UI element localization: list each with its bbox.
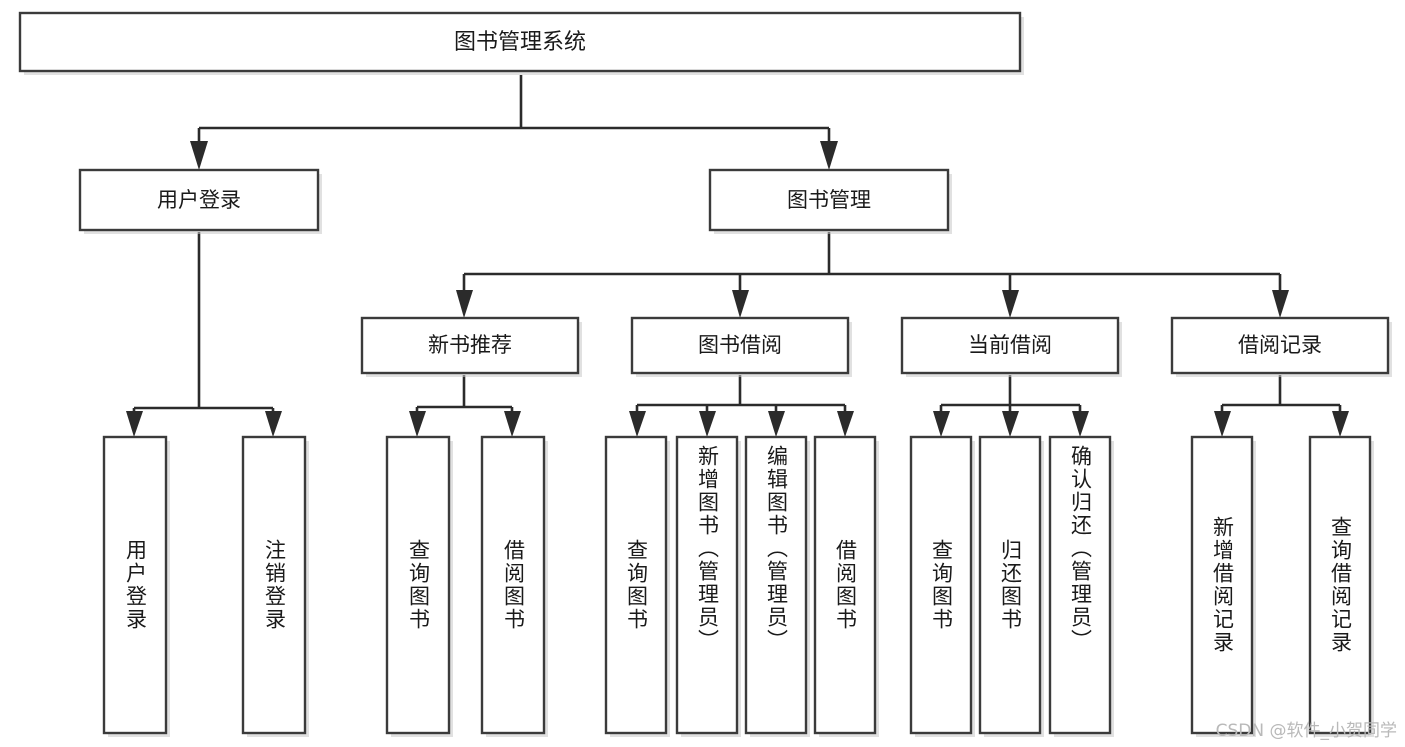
arrowhead-current-borrow bbox=[1002, 290, 1019, 318]
node-current-borrow-box[interactable] bbox=[900, 316, 1120, 375]
arrowhead-book-borrow bbox=[732, 290, 749, 318]
arrowhead-br-add-record bbox=[1214, 411, 1231, 437]
node-book-borrow[interactable]: 图书借阅 bbox=[630, 316, 852, 377]
leaf-book-borrow-group bbox=[604, 435, 879, 737]
leaf-new-book-group bbox=[385, 435, 548, 737]
leaf-current-borrow-group bbox=[909, 435, 1114, 737]
leaf-nb-query-box[interactable] bbox=[385, 435, 451, 735]
leaf-bb-query-box[interactable] bbox=[604, 435, 668, 735]
arrowhead-cb-confirm-return bbox=[1072, 411, 1089, 437]
arrowhead-book-mgmt bbox=[820, 141, 838, 170]
node-current-borrow-label: 当前借阅 bbox=[968, 333, 1052, 357]
connector-group bbox=[126, 75, 1349, 437]
node-book-management[interactable]: 图书管理 bbox=[708, 168, 952, 234]
node-user-login[interactable]: 用户登录 bbox=[78, 168, 322, 234]
node-user-login-label: 用户登录 bbox=[157, 188, 241, 212]
node-borrow-record-box[interactable] bbox=[1170, 316, 1390, 375]
node-borrow-record[interactable]: 借阅记录 bbox=[1170, 316, 1392, 377]
node-root-label: 图书管理系统 bbox=[454, 30, 586, 55]
leaf-cb-return-box[interactable] bbox=[978, 435, 1042, 735]
arrowhead-bb-borrow-book bbox=[837, 411, 854, 437]
leaf-cb-confirm-box[interactable] bbox=[1048, 435, 1112, 735]
leaf-logout-box[interactable] bbox=[241, 435, 307, 735]
arrowhead-cb-query-book bbox=[933, 411, 950, 437]
node-borrow-record-label: 借阅记录 bbox=[1238, 333, 1322, 357]
leaf-bb-edit-box[interactable] bbox=[744, 435, 808, 735]
node-current-borrow[interactable]: 当前借阅 bbox=[900, 316, 1122, 377]
arrowhead-leaf-user-login bbox=[126, 411, 143, 437]
leaf-user-login-box[interactable] bbox=[102, 435, 168, 735]
node-book-management-label: 图书管理 bbox=[787, 188, 871, 212]
arrowhead-bb-edit-book bbox=[768, 411, 785, 437]
arrowhead-bb-add-book bbox=[699, 411, 716, 437]
node-root[interactable]: 图书管理系统 bbox=[18, 11, 1024, 75]
arrowhead-bb-query-book bbox=[629, 411, 646, 437]
leaf-nb-borrow-box[interactable] bbox=[480, 435, 546, 735]
node-book-borrow-box[interactable] bbox=[630, 316, 850, 375]
leaf-bb-add-box[interactable] bbox=[675, 435, 739, 735]
leaf-cb-query-box[interactable] bbox=[909, 435, 973, 735]
leaf-bb-borrow-box[interactable] bbox=[813, 435, 877, 735]
node-new-book-recommend-box[interactable] bbox=[360, 316, 580, 375]
node-new-book-recommend[interactable]: 新书推荐 bbox=[360, 316, 582, 377]
node-root-box[interactable] bbox=[18, 11, 1022, 73]
arrowhead-borrow-record bbox=[1272, 290, 1289, 318]
arrowhead-new-book bbox=[456, 290, 473, 318]
leaf-br-add-box[interactable] bbox=[1190, 435, 1254, 735]
node-new-book-recommend-label: 新书推荐 bbox=[428, 333, 512, 357]
arrowhead-user-login bbox=[190, 141, 208, 170]
node-book-management-box[interactable] bbox=[708, 168, 950, 232]
leaf-user-login-group bbox=[102, 435, 309, 737]
node-book-borrow-label: 图书借阅 bbox=[698, 333, 782, 357]
leaf-br-query-box[interactable] bbox=[1308, 435, 1372, 735]
node-user-login-box[interactable] bbox=[78, 168, 320, 232]
arrowhead-nb-borrow-book bbox=[504, 411, 521, 437]
leaf-borrow-record-group bbox=[1190, 435, 1374, 737]
arrowhead-cb-return-book bbox=[1002, 411, 1019, 437]
arrowhead-nb-query-book bbox=[409, 411, 426, 437]
arrowhead-leaf-logout bbox=[265, 411, 282, 437]
arrowhead-br-query-record bbox=[1332, 411, 1349, 437]
